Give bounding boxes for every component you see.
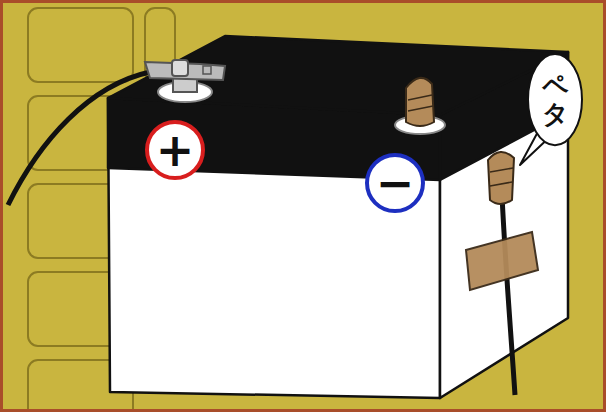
sound-effect: ペタ xyxy=(542,71,568,128)
speech-bubble: ペタ xyxy=(525,51,585,148)
taped-cable-end xyxy=(488,152,514,204)
clamp-hole xyxy=(203,66,211,74)
bubble-outline xyxy=(528,54,582,145)
clamp-bolt xyxy=(172,60,188,76)
positive-marker: + xyxy=(144,119,206,181)
positive-terminal xyxy=(145,60,225,102)
wall-tile xyxy=(28,8,133,82)
polarity-sign: + xyxy=(144,127,206,173)
negative-cable xyxy=(466,152,538,395)
tape-wrap xyxy=(408,95,433,111)
tape-wrap xyxy=(490,168,513,186)
top-lid xyxy=(108,36,568,115)
polarity-sign: − xyxy=(364,160,426,206)
insulating-tape xyxy=(406,78,434,126)
negative-terminal xyxy=(395,78,445,134)
tape-patch xyxy=(466,232,538,290)
cable xyxy=(502,195,515,395)
front-face xyxy=(108,98,440,398)
negative-marker: − xyxy=(364,152,426,214)
battery-body xyxy=(108,36,568,398)
